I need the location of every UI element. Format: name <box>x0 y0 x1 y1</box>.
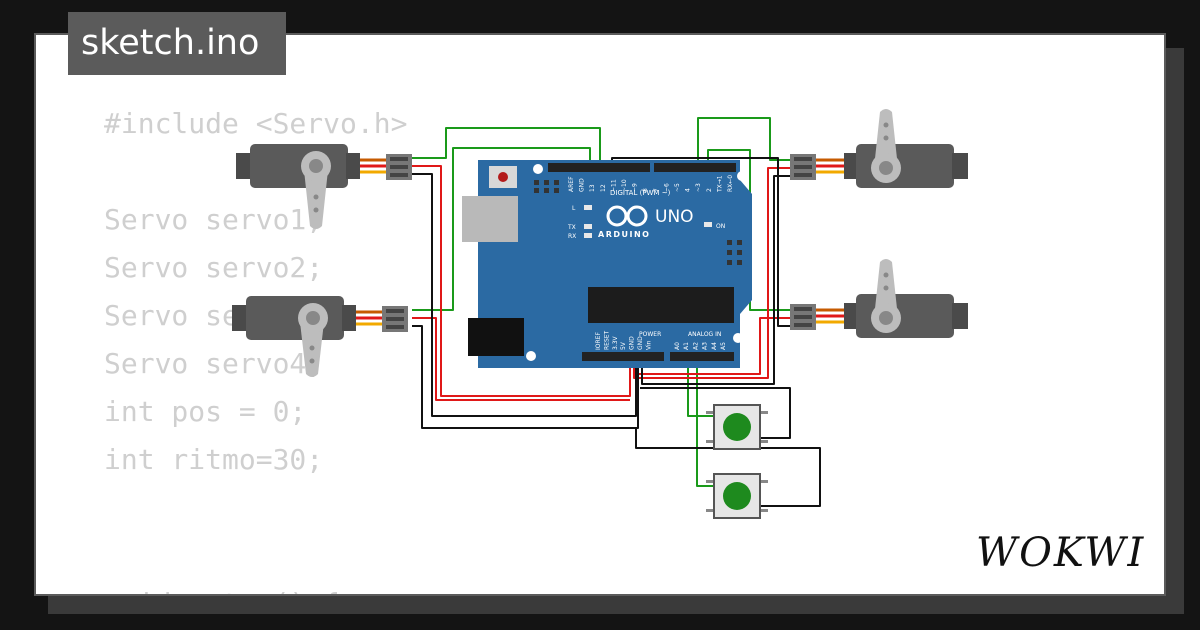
servo-4[interactable] <box>844 259 968 338</box>
servo-3-connector <box>790 154 816 180</box>
pin-label: 8 <box>642 188 649 192</box>
pin-label: Vin <box>645 340 652 350</box>
usb-port <box>462 196 518 242</box>
analog-label: ANALOG IN <box>688 331 721 338</box>
power-label: POWER <box>639 331 661 338</box>
servo-1[interactable] <box>236 144 360 229</box>
pin-label: RX←0 <box>727 175 734 192</box>
servo-3[interactable] <box>844 109 968 188</box>
code-line: void setup() { <box>104 587 340 594</box>
pin-label: ~3 <box>695 183 702 192</box>
code-line: #include <Servo.h> <box>104 107 408 140</box>
code-line: Servo servo1; <box>104 203 324 236</box>
board-brand: ARDUINO <box>598 230 650 239</box>
pin-label: AREF <box>568 176 575 192</box>
wokwi-logo: WOKWI <box>976 528 1152 578</box>
code-line: int pos = 0; <box>104 395 307 428</box>
rx-led-label: RX <box>568 233 576 240</box>
pin-label: ~9 <box>632 183 639 192</box>
pin-label: A4 <box>711 342 718 350</box>
pushbutton-2[interactable] <box>706 473 768 519</box>
pin-label: 12 <box>600 184 607 192</box>
l-led-label: L <box>572 205 576 212</box>
on-led-label: ON <box>716 223 725 230</box>
arduino-uno-board[interactable]: UNO ARDUINO DIGITAL (PWM ~) POWER ANALOG… <box>462 160 752 368</box>
pushbutton-1[interactable] <box>706 404 768 450</box>
servo-1-connector <box>386 154 412 180</box>
code-line: Servo servo2; <box>104 251 324 284</box>
code-line: int ritmo=30; <box>104 443 324 476</box>
power-jack <box>468 318 524 356</box>
pin-label: A5 <box>720 342 727 350</box>
pin-label: 4 <box>685 188 692 192</box>
pin-label: ~10 <box>621 179 628 192</box>
pin-label: TX→1 <box>716 175 723 193</box>
pin-label: RESET <box>603 330 610 350</box>
pin-label: GND <box>637 336 644 350</box>
pin-label: ~6 <box>663 183 670 192</box>
pin-label: ~5 <box>674 183 681 192</box>
pin-label: 7 <box>653 188 660 192</box>
board-model: UNO <box>655 207 694 227</box>
pin-label: A0 <box>674 342 681 350</box>
pin-label: GND <box>629 336 636 350</box>
pin-label: GND <box>579 178 586 192</box>
servo-4-connector <box>790 304 816 330</box>
pin-label: IOREF <box>595 332 602 350</box>
digital-label: DIGITAL (PWM ~) <box>610 189 671 197</box>
pin-label: ~11 <box>610 179 617 192</box>
pin-label: A2 <box>692 342 699 350</box>
atmega-chip <box>588 287 734 323</box>
tx-led-label: TX <box>567 224 576 231</box>
pin-label: 3.3V <box>612 335 619 350</box>
file-tab[interactable]: sketch.ino <box>68 12 286 75</box>
pin-label: 13 <box>589 184 596 192</box>
wokwi-logo-text: WOKWI <box>976 530 1146 576</box>
servo-2-connector <box>382 306 408 332</box>
servo-2[interactable] <box>232 296 356 377</box>
code-line: Servo servo4; <box>104 347 324 380</box>
pin-label: 2 <box>706 188 713 192</box>
pin-label: A1 <box>683 342 690 350</box>
pin-label: 5V <box>620 341 627 350</box>
pin-label: A3 <box>702 342 709 350</box>
